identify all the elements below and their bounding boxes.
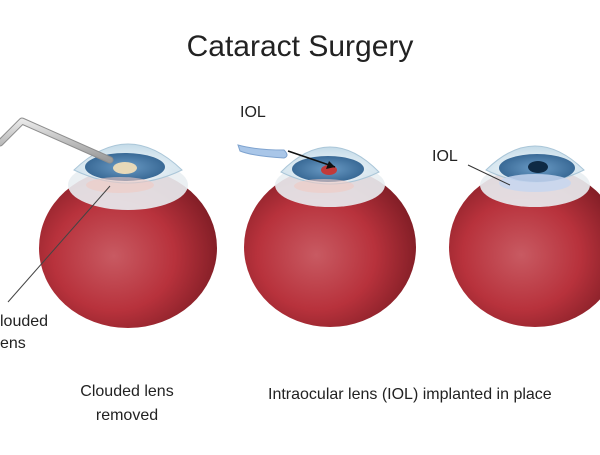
eye-3 (449, 145, 600, 327)
insert-arrow (287, 150, 336, 168)
clouded-lens (113, 162, 137, 174)
surgical-probe-icon (0, 117, 114, 164)
clouded-lens-leader (7, 185, 111, 303)
iol-leader-2 (467, 164, 511, 186)
caption-step1-line1: Clouded lens (80, 383, 174, 400)
implanted-iol (499, 174, 571, 192)
eye-2 (244, 146, 416, 327)
label-clouded-lens-1: louded (0, 313, 49, 330)
label-iol-2: IOL (432, 148, 458, 165)
page-title: Cataract Surgery (186, 30, 414, 63)
intraocular-lens-icon (237, 144, 288, 159)
caption-step1-line2: removed (95, 407, 159, 424)
label-iol-1: IOL (240, 104, 266, 121)
label-clouded-lens-2: ens (0, 335, 26, 352)
caption-step2: Intraocular lens (IOL) implanted in plac… (268, 386, 552, 403)
eye-1 (39, 143, 217, 328)
insert-arrow-head (326, 161, 335, 169)
